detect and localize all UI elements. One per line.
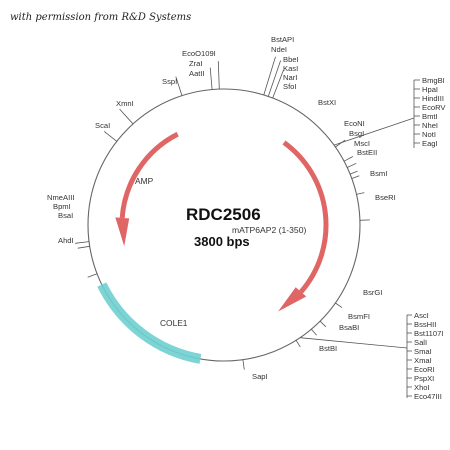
tick-scai	[103, 131, 118, 142]
tick-bsai	[77, 245, 90, 249]
tick-ahdi	[87, 273, 98, 278]
tick-sapi	[242, 359, 245, 370]
site-label-bseri: BseRI	[375, 193, 396, 202]
site-label-bsai: BsaI	[58, 211, 73, 220]
site-label-bsgi: BsgI	[349, 129, 364, 138]
tick-aatii	[209, 67, 213, 90]
mcs1-leader	[333, 117, 415, 146]
site-label-bsteii: BstEII	[357, 148, 377, 157]
mcs1-item-eagi: EagI	[422, 139, 438, 148]
mcs2-item-bsshii: BssHII	[414, 320, 436, 329]
mcs2-item-ecori: EcoRI	[414, 365, 435, 374]
site-label-bstapi: BstAPI	[271, 35, 294, 44]
tick-bsteii	[351, 175, 360, 179]
site-label-sfoi: SfoI	[283, 82, 297, 91]
amp-arrow	[119, 131, 179, 219]
mcs2-item-eco47iii: Eco47III	[414, 392, 442, 401]
plasmid-backbone	[87, 88, 361, 362]
insert-arrow	[282, 140, 329, 294]
site-label-bbei: BbeI	[283, 55, 299, 64]
mcs1-item-hpai: HpaI	[422, 85, 438, 94]
site-label-xmni: XmnI	[116, 99, 134, 108]
mcs2-item-asci: AscI	[414, 311, 429, 320]
site-label-ahdi: AhdI	[58, 236, 74, 245]
site-label-nari: NarI	[283, 73, 297, 82]
amp-arrowhead	[115, 217, 130, 247]
mcs1-item-bmti: BmtI	[422, 112, 438, 121]
cole1-label: COLE1	[160, 318, 188, 328]
site-label-bsabi: BsaBI	[339, 323, 359, 332]
tick-bsmi	[356, 192, 365, 195]
tick-bsrgi	[335, 302, 343, 308]
tick-bsgi	[347, 162, 357, 168]
site-label-bpmi: BpmI	[53, 202, 71, 211]
site-label-msci: MscI	[354, 139, 370, 148]
site-label-econi: EcoNI	[344, 119, 365, 128]
tick-bsmfi	[319, 320, 327, 328]
mcs2-item-sali: SalI	[414, 338, 427, 347]
insert-label: mATP6AP2 (1-350)	[232, 225, 306, 235]
tick-bstapi	[263, 56, 276, 96]
site-label-aatii: AatII	[189, 69, 205, 78]
mcs1-item-bmgbi: BmgBI	[422, 76, 445, 85]
tick-ecoo109i	[217, 61, 220, 90]
site-label-scai: ScaI	[95, 121, 110, 130]
cole1-origin-arc	[97, 282, 202, 364]
site-label-nmeaiii: NmeAIII	[47, 193, 74, 202]
tick-nmeaiii	[75, 241, 90, 244]
site-label-kasi: KasI	[283, 64, 298, 73]
insert-arrowhead	[278, 287, 307, 312]
site-label-bsmfi: BsmFI	[348, 312, 370, 321]
site-label-bsrgi: BsrGI	[363, 288, 382, 297]
mcs2-item-smai: SmaI	[414, 347, 432, 356]
mcs2-item-pspxi: PspXI	[414, 374, 434, 383]
tick-xmni	[119, 108, 134, 125]
mcs1-item-ecorv: EcoRV	[422, 103, 446, 112]
mcs2-item-xhoi: XhoI	[414, 383, 430, 392]
mcs2-item-xmai: XmaI	[414, 356, 432, 365]
tick-bstbi	[295, 340, 301, 348]
mcs1-item-hindiii: HindIII	[422, 94, 444, 103]
amp-label: AMP	[135, 176, 154, 186]
site-label-ecoo109i: EcoO109I	[182, 49, 216, 58]
site-label-bsmi: BsmI	[370, 169, 387, 178]
tick-bstxi	[335, 139, 346, 148]
mcs2-leader	[300, 337, 408, 349]
credit-line: with permission from R&D Systems	[10, 12, 191, 23]
tick-ndei	[267, 60, 281, 97]
site-label-ndei: NdeI	[271, 45, 287, 54]
tick-bsabi	[311, 328, 317, 336]
tick-sfoi	[272, 69, 284, 99]
mcs1-item-noti: NotI	[422, 130, 436, 139]
tick-econi	[343, 156, 354, 162]
site-ticks	[75, 56, 420, 398]
plasmid-name: RDC2506	[186, 205, 261, 224]
mcs1-item-nhei: NheI	[422, 121, 438, 130]
mcs2-item-bst1107i: Bst1107I	[414, 329, 443, 338]
site-label-sspi: SspI	[162, 77, 177, 86]
tick-sspi	[175, 76, 183, 96]
site-label-zrai: ZraI	[189, 59, 203, 68]
site-label-bstxi: BstXI	[318, 98, 336, 107]
site-label-sapi: SapI	[252, 372, 268, 381]
plasmid-size: 3800 bps	[194, 234, 250, 249]
site-label-bstbi: BstBI	[319, 344, 337, 353]
features-layer	[97, 131, 329, 364]
tick-msci	[349, 170, 358, 175]
